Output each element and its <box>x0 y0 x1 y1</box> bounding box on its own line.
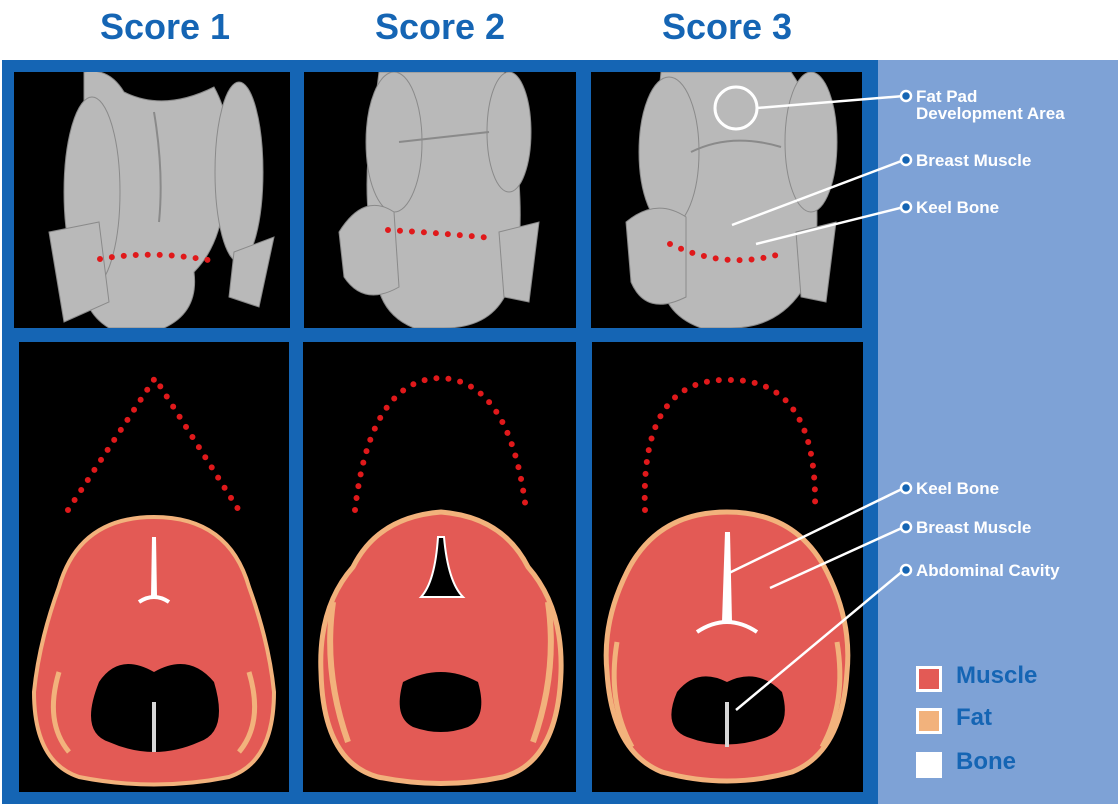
muscle-swatch <box>916 666 942 692</box>
annotation-sidebar <box>878 60 1118 804</box>
fat-pad-label: Fat Pad Development Area <box>916 88 1065 122</box>
keel-bone-top-label: Keel Bone <box>916 199 999 216</box>
score-1-cross-section-image <box>19 342 289 792</box>
keel-bone-bottom-label: Keel Bone <box>916 480 999 497</box>
legend-bone-label: Bone <box>956 748 1016 776</box>
score-2-carcass-image <box>304 72 576 328</box>
score-2-cross-section-image <box>303 342 576 792</box>
score-3-title: Score 3 <box>597 6 857 48</box>
score-1-title: Score 1 <box>35 6 295 48</box>
score-2-title: Score 2 <box>310 6 570 48</box>
breast-muscle-top-label: Breast Muscle <box>916 152 1031 169</box>
breast-muscle-bottom-label: Breast Muscle <box>916 519 1031 536</box>
legend-muscle-label: Muscle <box>956 662 1037 690</box>
score-1-carcass-image <box>14 72 290 328</box>
score-3-cross-section-image <box>592 342 863 792</box>
fat-pad-label-line-2: Development Area <box>916 105 1065 122</box>
score-3-carcass-image <box>591 72 862 328</box>
fat-pad-label-line-1: Fat Pad <box>916 88 1065 105</box>
bone-swatch <box>916 752 942 778</box>
abdominal-cavity-label: Abdominal Cavity <box>916 562 1060 579</box>
fat-swatch <box>916 708 942 734</box>
legend-fat-label: Fat <box>956 704 992 732</box>
